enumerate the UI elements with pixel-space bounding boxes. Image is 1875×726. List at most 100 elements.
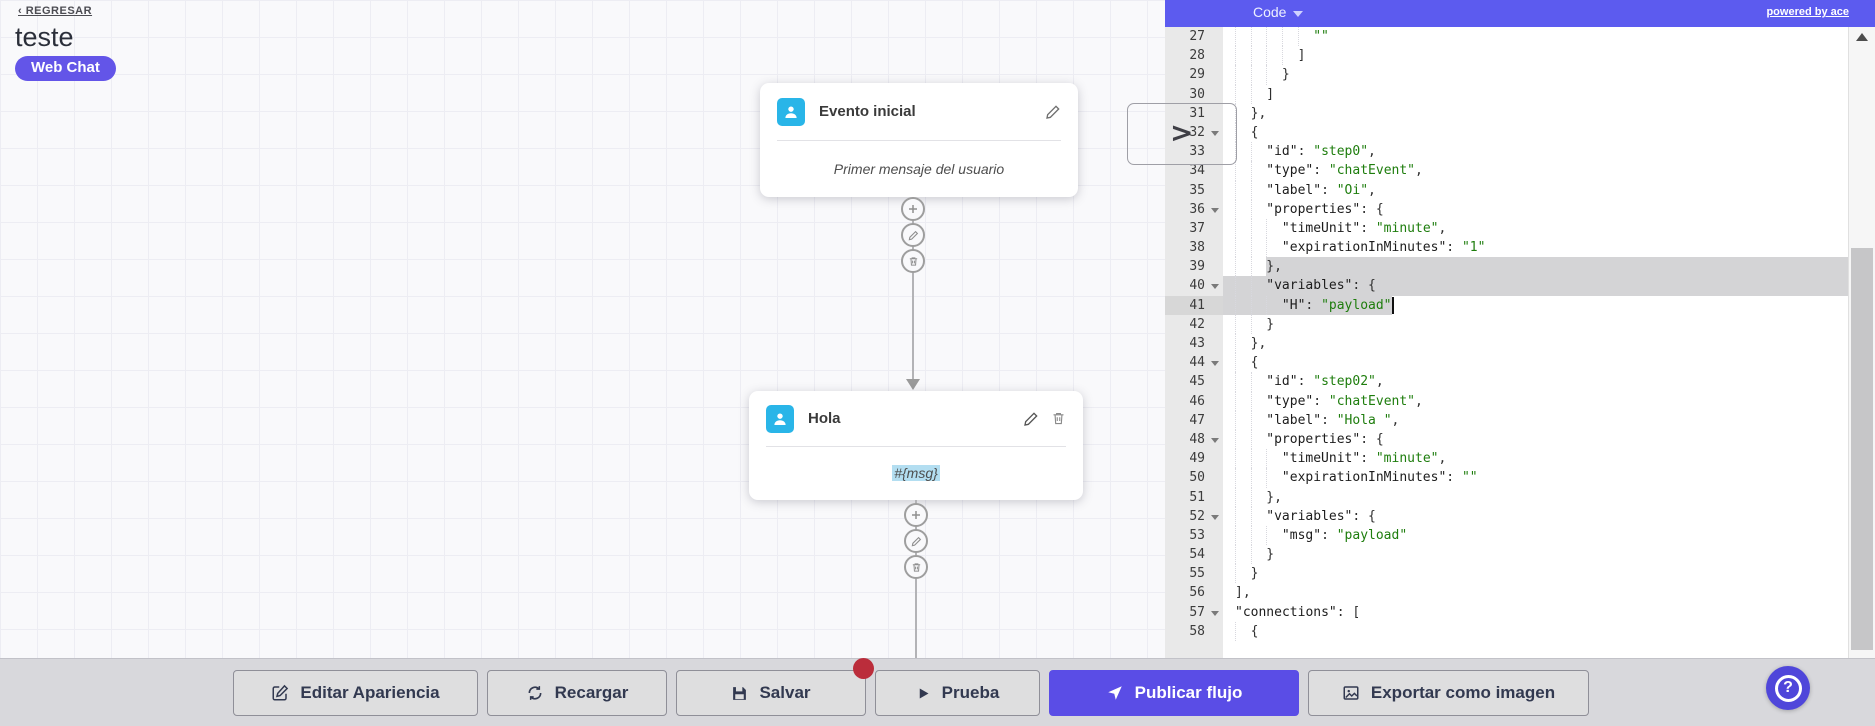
gutter-line-number: 31: [1189, 105, 1205, 121]
node-header: Hola: [749, 391, 1083, 446]
editor-scrollbar[interactable]: [1848, 27, 1875, 658]
delete-connection-button[interactable]: [904, 555, 928, 579]
edit-square-icon: [272, 684, 289, 701]
delete-node-icon[interactable]: [1051, 411, 1066, 427]
editor-mode-dropdown[interactable]: Code: [1253, 4, 1304, 20]
code-line[interactable]: "expirationInMinutes": "1": [1223, 238, 1875, 258]
code-line[interactable]: "type": "chatEvent",: [1223, 161, 1875, 181]
gutter-line-number: 54: [1189, 547, 1205, 563]
code-line[interactable]: "timeUnit": "minute",: [1223, 218, 1875, 239]
gutter-line-number: 45: [1189, 374, 1205, 390]
code-line[interactable]: {: [1223, 122, 1875, 143]
code-line[interactable]: "id": "step0",: [1223, 142, 1875, 162]
code-line[interactable]: "variables": {: [1223, 276, 1875, 296]
edit-appearance-button[interactable]: Editar Apariencia: [233, 670, 478, 716]
edit-connection-button[interactable]: [904, 529, 928, 553]
code-line[interactable]: "label": "Hola ",: [1223, 410, 1875, 430]
connector-line: [912, 197, 914, 381]
edit-connection-button[interactable]: [901, 223, 925, 247]
code-line[interactable]: {: [1223, 353, 1875, 373]
code-line[interactable]: "properties": {: [1223, 429, 1875, 450]
node-body-text: Primer mensaje del usuario: [833, 160, 1005, 177]
fold-arrow-icon: [1211, 610, 1219, 620]
code-line[interactable]: }: [1223, 545, 1875, 565]
code-line[interactable]: },: [1223, 257, 1875, 277]
flow-canvas[interactable]: ‹ REGRESAR teste Web Chat Evento inicial…: [0, 0, 1165, 658]
code-line[interactable]: "H": "payload": [1223, 295, 1875, 315]
code-line[interactable]: "msg": "payload": [1223, 525, 1875, 546]
refresh-icon: [528, 686, 542, 700]
add-step-button[interactable]: [904, 503, 928, 527]
gutter-line-number[interactable]: 32: [1165, 123, 1223, 142]
gutter-line-number: 46: [1189, 393, 1205, 409]
divider: [766, 446, 1066, 447]
code-line[interactable]: "expirationInMinutes": "": [1223, 468, 1875, 488]
code-line[interactable]: ]: [1223, 84, 1875, 104]
send-icon: [1107, 686, 1122, 700]
fold-arrow-icon: [1211, 207, 1219, 217]
gutter-line-number[interactable]: 40: [1165, 276, 1223, 295]
edit-node-icon[interactable]: [1045, 104, 1061, 120]
gutter-line-number[interactable]: 36: [1165, 200, 1223, 219]
code-line[interactable]: {: [1223, 621, 1875, 641]
fold-arrow-icon: [1211, 130, 1219, 140]
node-evento-inicial[interactable]: Evento inicial Primer mensaje del usuari…: [760, 83, 1078, 197]
add-step-button[interactable]: [901, 197, 925, 221]
code-line[interactable]: }: [1223, 314, 1875, 334]
gutter-line-number: 56: [1189, 585, 1205, 601]
chevron-down-icon: [1293, 11, 1304, 17]
code-line[interactable]: }: [1223, 564, 1875, 584]
user-icon: [766, 404, 794, 433]
fold-arrow-icon: [1211, 437, 1219, 447]
gutter-line-number[interactable]: 57: [1165, 603, 1223, 622]
reload-button[interactable]: Recargar: [487, 670, 667, 716]
delete-connection-button[interactable]: [901, 249, 925, 273]
gutter-line-number[interactable]: 44: [1165, 353, 1223, 372]
gutter-line-number: 50: [1189, 470, 1205, 486]
code-line[interactable]: },: [1223, 487, 1875, 507]
back-link[interactable]: ‹ REGRESAR: [18, 5, 93, 17]
editor-code-area[interactable]: ""]}]},{"id": "step0","type": "chatEvent…: [1223, 27, 1875, 658]
gutter-line-number: 39: [1189, 259, 1205, 275]
edit-node-icon[interactable]: [1023, 411, 1039, 427]
help-button[interactable]: ?: [1766, 666, 1810, 710]
code-line[interactable]: "connections": [: [1235, 604, 1361, 620]
chevron-right-icon: >: [1170, 116, 1194, 149]
code-line[interactable]: "": [1223, 27, 1875, 47]
bottom-toolbar: Editar Apariencia Recargar Salvar Prueba…: [0, 658, 1875, 726]
code-line[interactable]: }: [1223, 65, 1875, 85]
gutter-line-number[interactable]: 52: [1165, 507, 1223, 526]
gutter-line-number: 30: [1189, 86, 1205, 102]
gutter-line-number: 41: [1165, 295, 1223, 315]
node-hola[interactable]: Hola #{msg}: [749, 391, 1083, 500]
panel-collapse-handle[interactable]: >: [1127, 103, 1237, 165]
code-line[interactable]: },: [1223, 103, 1875, 123]
gutter-line-number: 34: [1189, 163, 1205, 179]
unsaved-changes-badge: [853, 658, 874, 679]
scrollbar-thumb[interactable]: [1851, 248, 1873, 650]
code-line[interactable]: "label": "Oi",: [1223, 180, 1875, 200]
text-cursor: [1391, 296, 1394, 314]
code-line[interactable]: "type": "chatEvent",: [1223, 391, 1875, 411]
scroll-up-arrow-icon[interactable]: [1856, 33, 1868, 41]
powered-by-ace-link[interactable]: powered by ace: [1766, 6, 1849, 18]
test-button[interactable]: Prueba: [875, 670, 1040, 716]
save-button[interactable]: Salvar: [676, 670, 866, 716]
code-line[interactable]: "properties": {: [1223, 199, 1875, 219]
code-line[interactable]: ],: [1235, 585, 1251, 601]
gutter-line-number: 29: [1189, 67, 1205, 83]
gutter-line-number[interactable]: 48: [1165, 430, 1223, 449]
gutter-line-number: 43: [1189, 336, 1205, 351]
code-line[interactable]: "timeUnit": "minute",: [1223, 449, 1875, 469]
connector-line: [915, 500, 917, 658]
publish-flow-button[interactable]: Publicar flujo: [1049, 670, 1299, 716]
gutter-line-number: 27: [1189, 29, 1205, 44]
code-line[interactable]: "id": "step02",: [1223, 372, 1875, 392]
divider: [777, 140, 1061, 141]
code-line[interactable]: ]: [1223, 46, 1875, 66]
export-image-button[interactable]: Exportar como imagen: [1308, 670, 1589, 716]
code-line[interactable]: "variables": {: [1223, 506, 1875, 526]
code-line[interactable]: },: [1223, 334, 1875, 354]
